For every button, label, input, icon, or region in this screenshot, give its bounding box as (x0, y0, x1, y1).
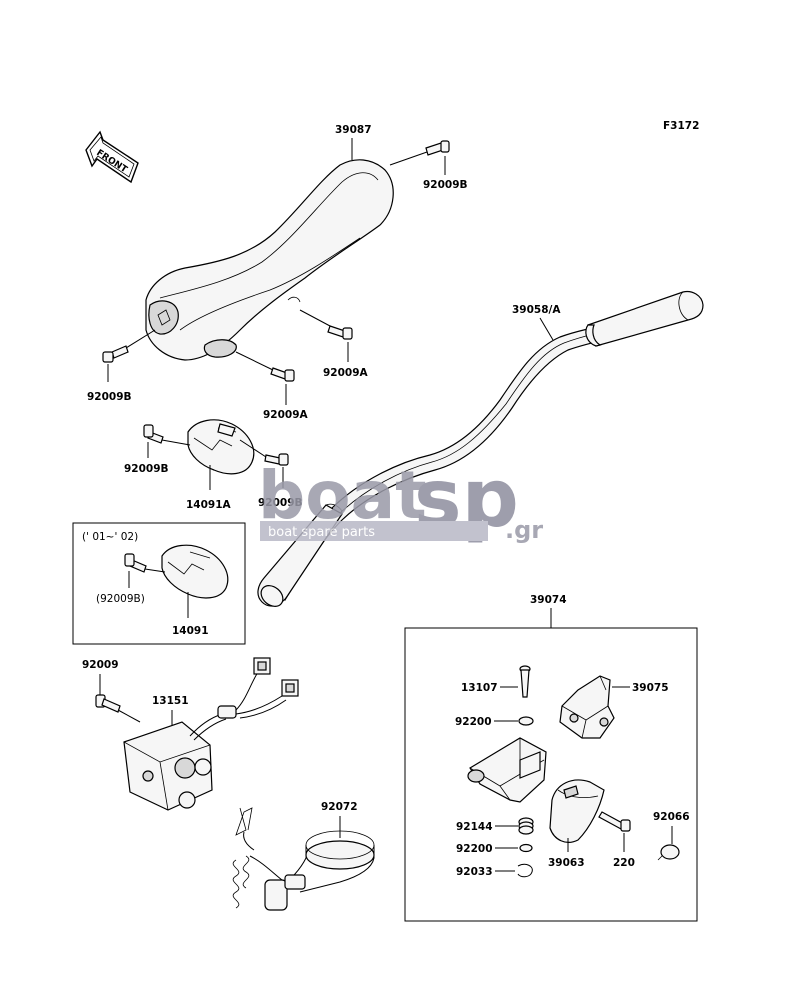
throttle-assembly-box (404, 627, 698, 922)
handle-pad (145, 159, 394, 361)
lanyard-cord (232, 807, 375, 911)
label-variant-cover: 14091 (172, 625, 209, 637)
label-pin: 13107 (461, 682, 498, 694)
screw-icon (102, 345, 129, 363)
throttle-case (549, 779, 605, 843)
label-throttle-assembly: 39074 (530, 594, 567, 606)
label-variant-screw: (92009B) (96, 593, 145, 605)
handle-cover-variant (161, 544, 229, 599)
label-switch-screw: 92009 (82, 659, 119, 671)
screw-icon (143, 424, 164, 444)
washer-icon (519, 843, 533, 853)
label-handlebar: 39058/A (512, 304, 561, 316)
screw-icon (270, 367, 295, 382)
front-arrow-icon: FRONT (85, 130, 139, 184)
label-washer-lower: 92200 (456, 843, 493, 855)
label-cap: 92066 (653, 811, 690, 823)
circlip-icon (517, 863, 533, 878)
label-screw-cover-left: 92009B (124, 463, 169, 475)
screw-icon (124, 553, 147, 573)
label-circlip: 92033 (456, 866, 493, 878)
label-washer-upper: 92200 (455, 716, 492, 728)
handle-cover (187, 419, 255, 475)
cap-icon (657, 844, 680, 861)
label-cover: 14091A (186, 499, 232, 511)
label-bolt: 220 (613, 857, 635, 869)
lever-bracket (559, 675, 615, 739)
label-screw-lower: 92009A (263, 409, 309, 421)
label-switch: 13151 (152, 695, 189, 707)
label-screw-cover-right: 92009B (258, 497, 303, 509)
watermark-domain: .gr (505, 516, 543, 544)
spring-icon (518, 817, 534, 835)
screw-icon (425, 140, 450, 156)
label-throttle-case: 39063 (548, 857, 585, 869)
label-screw-mid-right: 92009A (323, 367, 369, 379)
watermark-tagline: boat spare parts (268, 525, 375, 540)
pin-icon (519, 665, 531, 698)
screw-icon (264, 453, 289, 466)
screw-icon (327, 325, 353, 340)
label-handle-pad: 39087 (335, 124, 372, 136)
figure-code: F3172 (663, 120, 699, 132)
label-spring: 92144 (456, 821, 493, 833)
variant-box (72, 522, 246, 645)
label-screw-left: 92009B (87, 391, 132, 403)
screw-icon (95, 694, 121, 713)
throttle-lever (467, 737, 547, 803)
watermark-logo: boat sp .gr boat spare parts (258, 452, 543, 545)
washer-icon (518, 716, 534, 726)
bolt-icon (598, 811, 631, 832)
label-lanyard: 92072 (321, 801, 358, 813)
label-lever: 39075 (632, 682, 669, 694)
watermark-tagline-bar (260, 521, 488, 541)
label-variant-years: (' 01~' 02) (82, 531, 138, 543)
label-screw-top-right: 92009B (423, 179, 468, 191)
start-stop-switch (123, 657, 299, 811)
